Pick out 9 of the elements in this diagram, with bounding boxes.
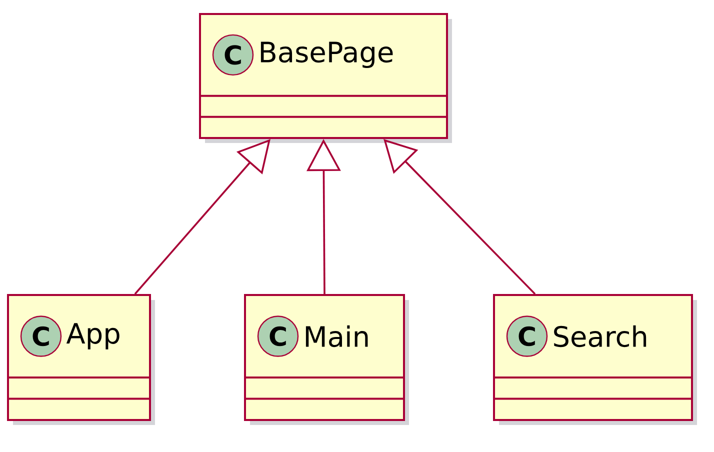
class-box <box>493 294 698 425</box>
class-name: Search <box>554 325 646 348</box>
class-box <box>199 13 452 143</box>
class-box <box>7 294 155 425</box>
inheritance-arrow <box>384 139 536 295</box>
class-box <box>244 294 409 425</box>
class-name: Main <box>306 325 368 348</box>
class-name: BasePage <box>260 42 393 68</box>
class-name: App <box>66 323 120 350</box>
